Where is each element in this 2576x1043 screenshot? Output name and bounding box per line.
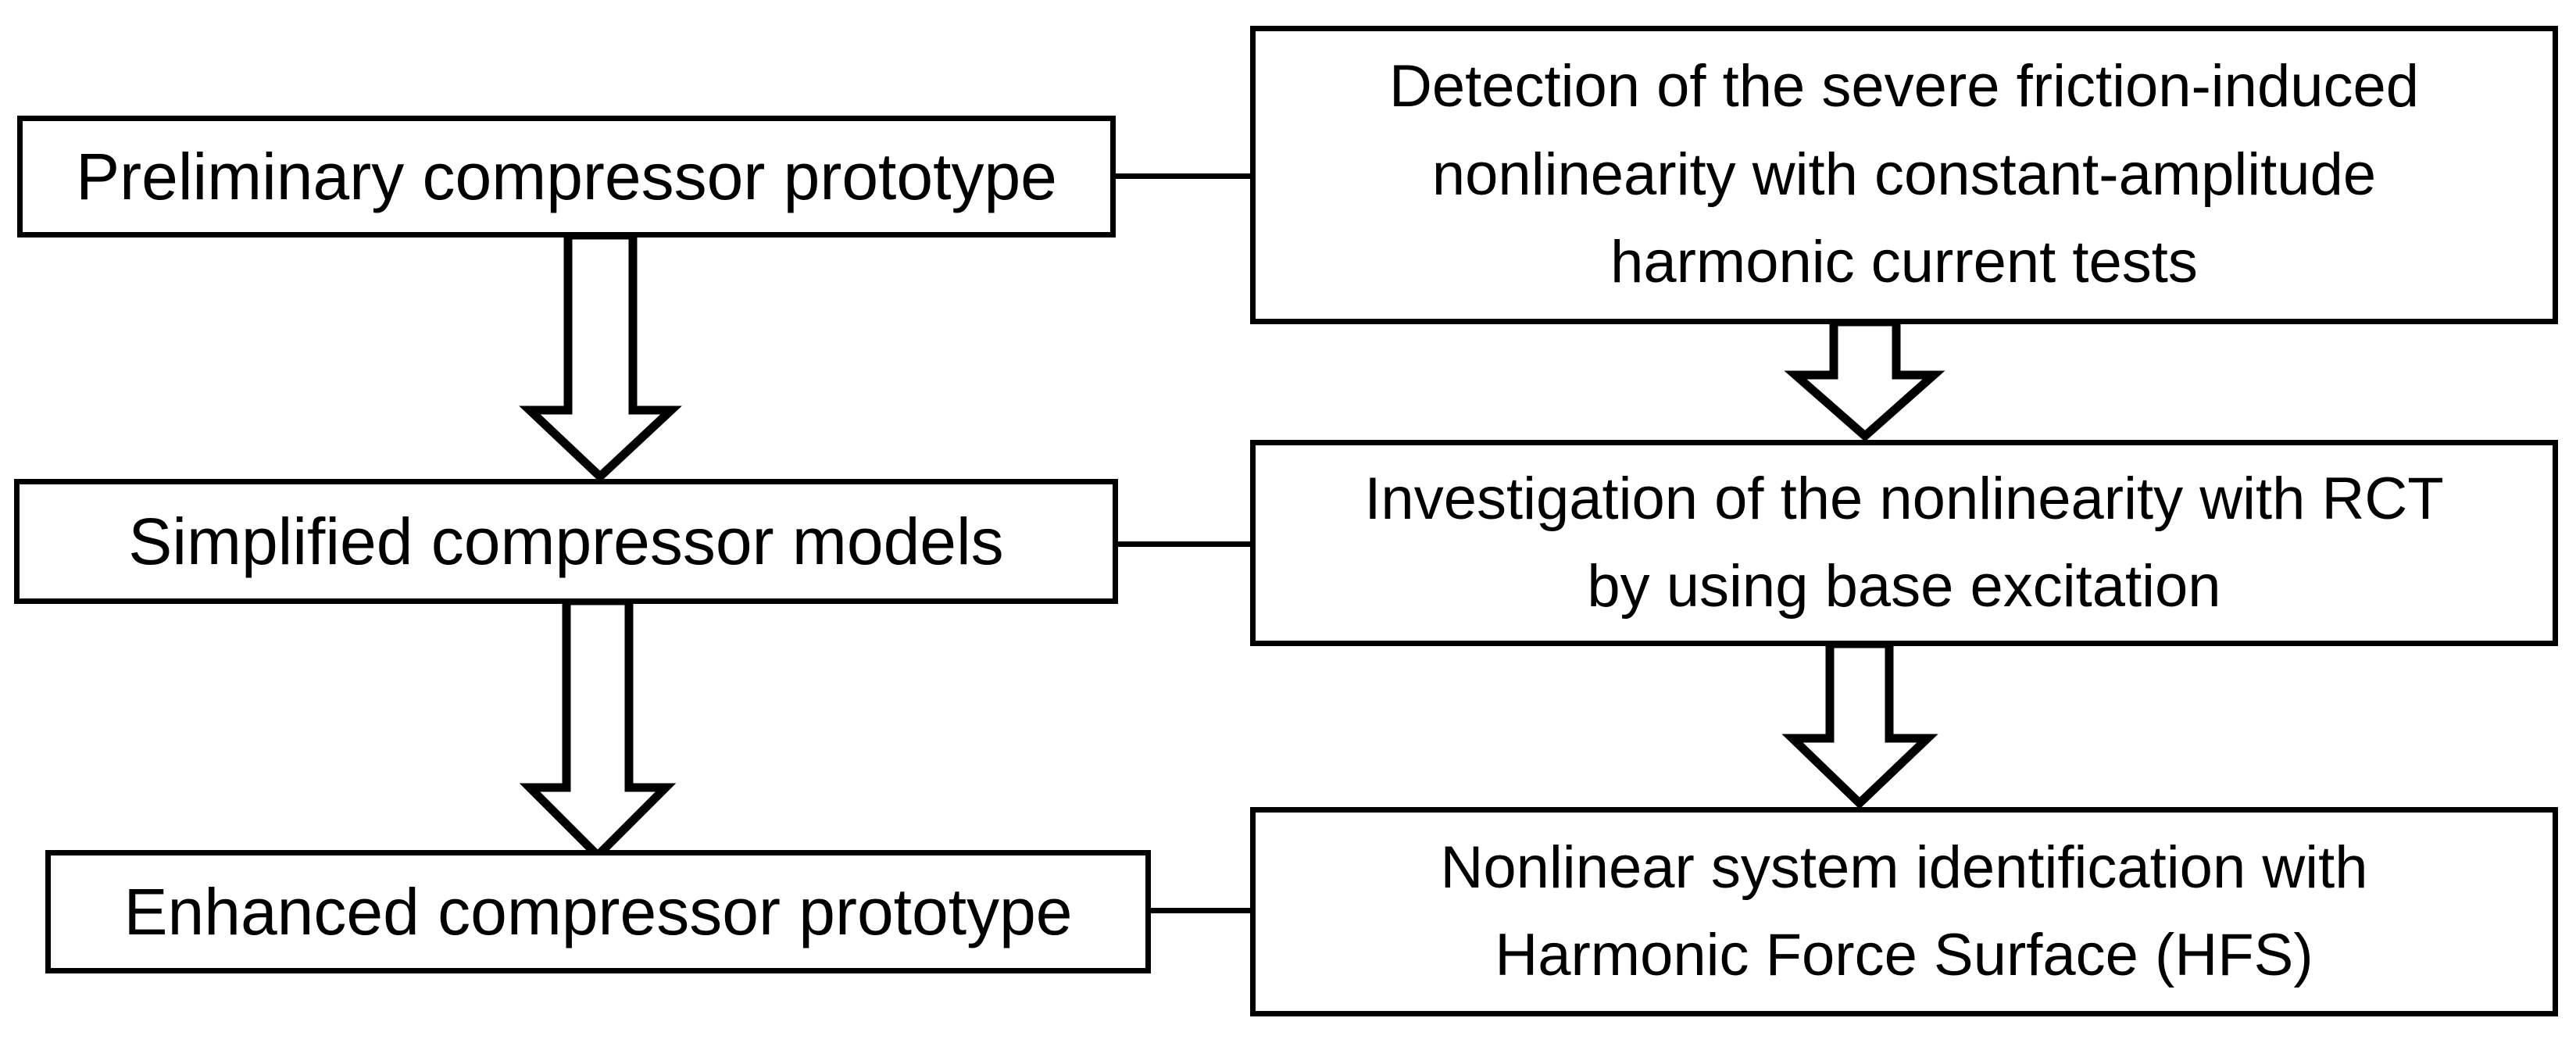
node-label: Detection of the severe friction-induced… (1388, 53, 2420, 296)
node-label: Nonlinear system identification with Har… (1440, 834, 2368, 988)
node-label: Preliminary compressor prototype (76, 139, 1057, 213)
node-simplified-compressor-models: Simplified compressor models (14, 479, 1118, 604)
down-arrow-preliminary-to-simplified (519, 230, 682, 483)
connector-preliminary-to-detection (1113, 173, 1252, 179)
down-arrow-detection-to-investigation (1784, 317, 1945, 442)
node-friction-nonlinearity-detection: Detection of the severe friction-induced… (1250, 26, 2558, 324)
node-nonlinear-system-identification-hfs: Nonlinear system identification with Har… (1250, 807, 2558, 1016)
node-nonlinearity-investigation-rct: Investigation of the nonlinearity with R… (1250, 440, 2558, 646)
node-label: Simplified compressor models (128, 504, 1004, 578)
node-label: Enhanced compressor prototype (123, 874, 1073, 948)
node-preliminary-compressor-prototype: Preliminary compressor prototype (17, 116, 1116, 238)
node-label: Investigation of the nonlinearity with R… (1364, 465, 2444, 620)
node-enhanced-compressor-prototype: Enhanced compressor prototype (45, 850, 1151, 973)
connector-simplified-to-investigation (1116, 541, 1252, 547)
down-arrow-simplified-to-enhanced (519, 596, 677, 862)
connector-enhanced-to-identification (1149, 908, 1252, 913)
down-arrow-investigation-to-identification (1781, 639, 1938, 809)
